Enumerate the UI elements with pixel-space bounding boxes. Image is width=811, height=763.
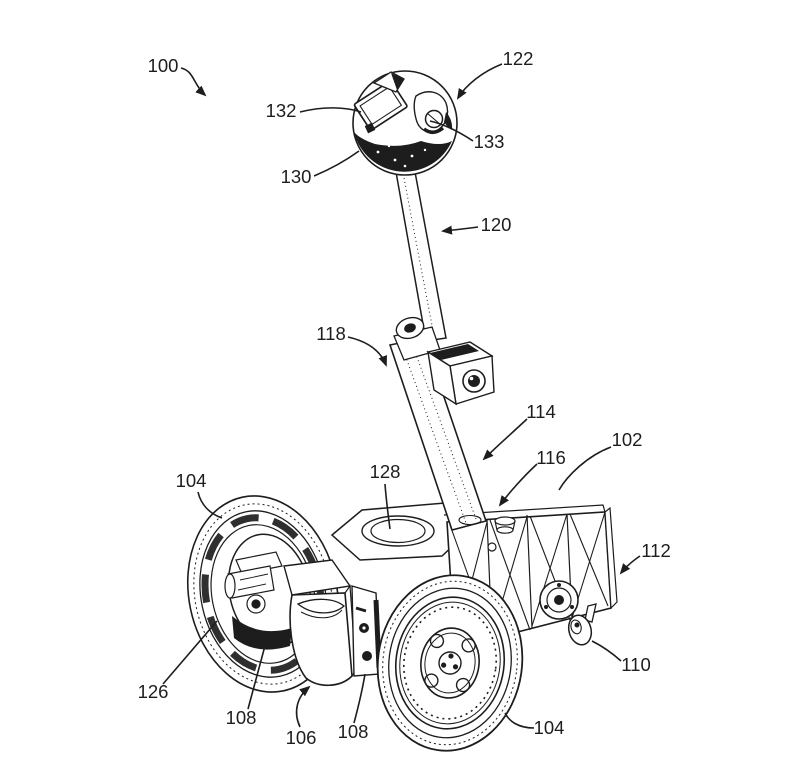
ref-label-114: 114 <box>526 401 556 422</box>
leader-128 <box>384 483 391 530</box>
display-screen <box>353 80 408 131</box>
upper-mast <box>395 171 447 342</box>
head-assembly <box>352 70 458 176</box>
leader-lines <box>162 63 641 729</box>
leader-108-right <box>353 673 366 724</box>
leader-120 <box>441 225 479 235</box>
head-sphere-lower <box>354 132 452 172</box>
ref-label-112: 112 <box>641 540 671 561</box>
leader-104-left <box>197 491 223 519</box>
ref-label-133: 133 <box>474 131 505 152</box>
leader-118 <box>347 336 387 367</box>
ref-label-108-right: 108 <box>338 721 369 742</box>
ref-label-130: 130 <box>281 166 312 187</box>
leader-130 <box>313 150 360 177</box>
reference-labels: 100 122 132 133 130 120 118 114 102 116 … <box>138 48 671 748</box>
rear-hub <box>539 580 579 620</box>
leader-122 <box>456 63 503 100</box>
ref-label-120: 120 <box>481 214 512 235</box>
center-body <box>283 559 357 687</box>
leader-114 <box>482 418 528 461</box>
leader-126 <box>162 620 218 685</box>
leader-104-right <box>504 712 535 729</box>
leader-133 <box>429 120 474 142</box>
ref-label-118: 118 <box>316 323 346 344</box>
leader-108-left <box>247 641 267 710</box>
leader-100 <box>180 67 207 97</box>
leader-102 <box>558 446 612 491</box>
ref-label-122: 122 <box>503 48 534 69</box>
ref-label-106: 106 <box>286 727 317 748</box>
chassis-opening <box>370 518 426 544</box>
leader-112 <box>619 555 641 575</box>
ref-label-108-left: 108 <box>226 707 257 728</box>
leader-110 <box>591 640 622 662</box>
leader-106 <box>295 685 311 728</box>
camera-lens <box>462 369 486 393</box>
ref-label-102: 102 <box>612 429 643 450</box>
chassis-fitting <box>487 516 516 552</box>
mast-assembly <box>388 171 495 531</box>
ref-label-128: 128 <box>370 461 401 482</box>
ref-label-116: 116 <box>536 447 566 468</box>
ref-label-132: 132 <box>266 100 297 121</box>
leader-116 <box>498 463 538 507</box>
leader-132 <box>299 107 362 113</box>
ref-label-100: 100 <box>148 55 179 76</box>
ref-label-104-left: 104 <box>176 470 207 491</box>
left-wheel <box>186 495 340 693</box>
ref-label-126: 126 <box>138 681 169 702</box>
camera-box <box>426 341 495 406</box>
right-hub-motor <box>351 585 382 677</box>
right-wheel <box>376 574 524 752</box>
left-hub-motor <box>224 551 292 650</box>
caster-wheel <box>567 603 597 646</box>
chassis-platform <box>330 502 474 561</box>
ref-label-104-right: 104 <box>534 717 565 738</box>
ref-label-110: 110 <box>621 654 651 675</box>
